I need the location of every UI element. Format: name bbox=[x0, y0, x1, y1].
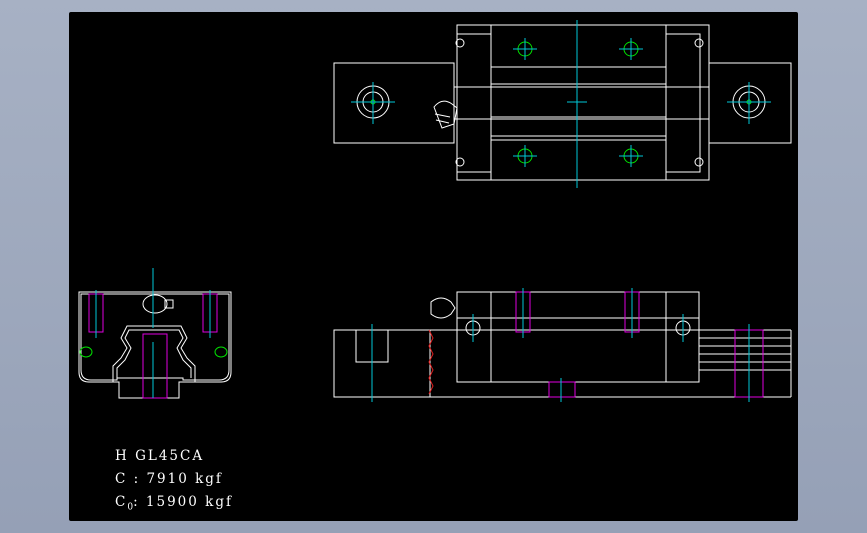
top-view bbox=[333, 24, 792, 181]
left-rail-end bbox=[333, 62, 455, 144]
static-load-label: C0: 15900 kgf bbox=[115, 494, 233, 513]
cad-viewport[interactable]: H GL45CA C : 7910 kgf C0: 15900 kgf bbox=[69, 12, 798, 521]
side-view bbox=[333, 291, 792, 398]
drawing-canvas bbox=[78, 20, 792, 402]
end-view bbox=[78, 291, 232, 399]
static-load-value: : 15900 kgf bbox=[133, 494, 233, 510]
right-rail-end bbox=[708, 62, 792, 144]
model-label: H GL45CA bbox=[115, 448, 205, 464]
static-load-subscript: 0 bbox=[127, 502, 134, 513]
dynamic-load-label: C : 7910 kgf bbox=[115, 471, 223, 487]
side-block bbox=[456, 291, 700, 383]
static-load-symbol: C bbox=[115, 494, 128, 510]
